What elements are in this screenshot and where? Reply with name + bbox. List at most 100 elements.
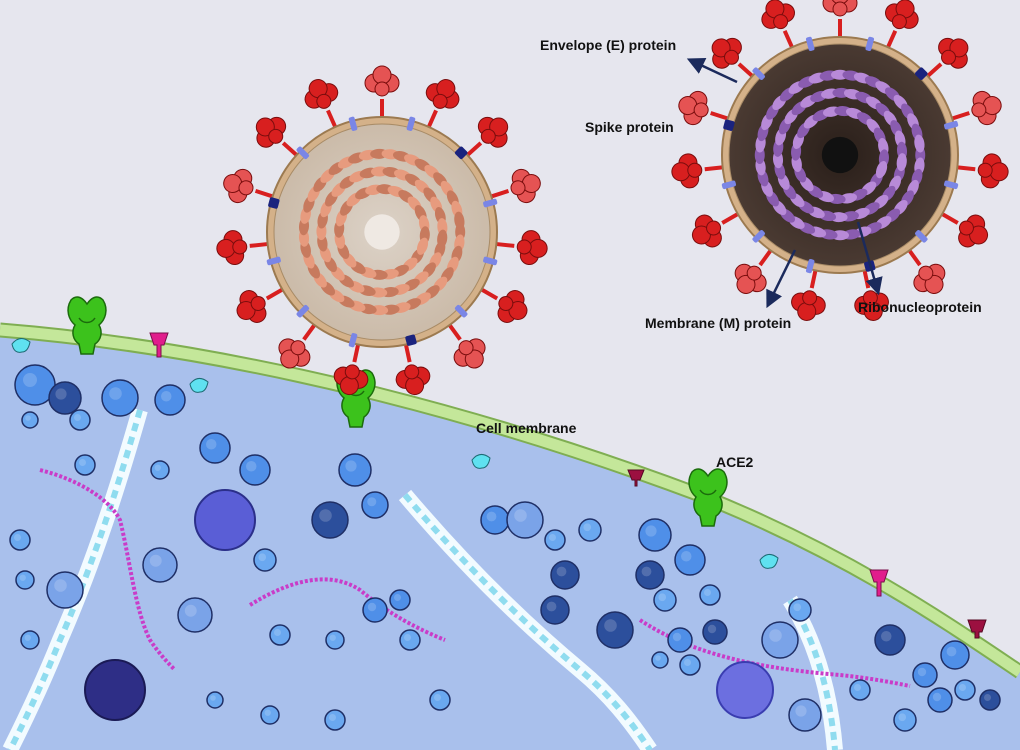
- membrane-protein: [805, 36, 815, 52]
- cytoplasm-contents: [2, 364, 1001, 750]
- protein-blob: [874, 624, 906, 656]
- protein-blob-highlight: [672, 632, 682, 642]
- ribonucleoprotein-unit: [914, 134, 925, 153]
- membrane-protein: [967, 619, 987, 639]
- spike-head: [822, 0, 858, 17]
- membrane-protein: [943, 120, 959, 130]
- virion-core: [821, 136, 859, 174]
- spike-lobe: [802, 290, 818, 306]
- membrane-protein: [721, 180, 737, 190]
- spike-stalk: [494, 241, 515, 248]
- protein-blob: [679, 654, 701, 676]
- arrow-ribonucleoprotein: [856, 221, 883, 296]
- spike-head: [333, 364, 369, 396]
- protein-blob-highlight: [154, 464, 161, 471]
- protein-blob: [506, 501, 544, 539]
- spike-lobe: [372, 65, 392, 85]
- protein-blob: [399, 629, 421, 651]
- spike-lobe: [232, 239, 248, 255]
- protein-blob-highlight: [681, 551, 692, 562]
- protein-blob-highlight: [645, 525, 657, 537]
- spike-lobe: [268, 128, 284, 144]
- label-membrane-protein: Membrane (M) protein: [645, 315, 791, 331]
- protein-blob: [979, 689, 1001, 711]
- membrane-protein: [483, 198, 498, 208]
- protein-blob-highlight: [367, 602, 377, 612]
- protein-blob: [389, 589, 411, 611]
- spike-head: [236, 290, 267, 323]
- protein-blob: [651, 651, 669, 669]
- ace2-receptor: [688, 468, 728, 527]
- protein-blob-highlight: [319, 509, 332, 522]
- membrane-protein: [483, 256, 498, 266]
- protein-blob: [20, 630, 40, 650]
- protein-blob: [324, 709, 346, 731]
- spike-stalk: [326, 109, 338, 130]
- protein-blob-highlight: [19, 574, 26, 581]
- protein-blob-highlight: [704, 589, 711, 596]
- protein-blob: [361, 491, 389, 519]
- spike-stalk: [426, 109, 438, 130]
- membrane-protein: [805, 258, 815, 274]
- spike-head: [938, 37, 969, 69]
- protein-blob-highlight: [917, 667, 927, 677]
- membrane-protein: [869, 569, 889, 597]
- protein-blob-highlight: [684, 659, 691, 666]
- protein-blob: [544, 529, 566, 551]
- spike-head: [977, 153, 1009, 189]
- spike-lobe: [344, 364, 360, 380]
- protein-blob-highlight: [258, 553, 267, 562]
- protein-blob-highlight: [55, 388, 67, 400]
- membrane-protein: [11, 338, 31, 353]
- spike-stalk: [737, 62, 756, 79]
- cytoplasm-proteins: [9, 364, 1001, 732]
- spike-lobe: [687, 162, 703, 178]
- protein-blob: [150, 460, 170, 480]
- membrane-protein: [915, 230, 928, 243]
- protein-blob-highlight: [54, 579, 67, 592]
- protein-blob: [667, 627, 693, 653]
- protein-blob-highlight: [556, 566, 567, 577]
- protein-blob-highlight: [583, 523, 592, 532]
- spike-lobe: [918, 265, 934, 281]
- spike-stalk: [939, 211, 959, 225]
- spike-lobe: [746, 265, 762, 281]
- spike-head: [958, 214, 989, 248]
- protein-blob-highlight: [898, 713, 907, 722]
- spike-lobe: [706, 220, 722, 236]
- ace2-body: [67, 296, 107, 355]
- spike-stalk: [265, 286, 286, 301]
- membrane-protein: [266, 256, 281, 266]
- protein-blob-highlight: [367, 497, 377, 507]
- protein-blob: [540, 595, 570, 625]
- spike-stalk: [488, 188, 510, 199]
- spike-stalk: [885, 29, 898, 50]
- spike-head: [223, 168, 254, 204]
- protein-blob: [429, 689, 451, 711]
- protein-blob-highlight: [932, 692, 942, 702]
- spike-head: [711, 37, 742, 69]
- spike-lobe: [971, 102, 987, 118]
- spike-head: [497, 290, 528, 323]
- protein-blob: [177, 597, 213, 633]
- spike-stalk: [924, 62, 943, 79]
- protein-blob-highlight: [184, 604, 197, 617]
- protein-blob-highlight: [161, 391, 172, 402]
- protein-blob: [9, 529, 31, 551]
- protein-blob: [480, 505, 510, 535]
- protein-blob-highlight: [707, 624, 717, 634]
- arrow-envelope: [686, 58, 738, 84]
- protein-blob: [239, 454, 271, 486]
- protein-blob: [702, 619, 728, 645]
- ace2-detail: [78, 317, 96, 324]
- membrane-protein: [296, 304, 310, 318]
- pointer-arrows: [686, 58, 883, 309]
- label-spike-protein: Spike protein: [585, 119, 674, 135]
- spike-stalk: [809, 268, 818, 289]
- arrow-membrane-protein: [766, 249, 797, 309]
- protein-blob-highlight: [345, 460, 357, 472]
- protein-blob: [74, 454, 96, 476]
- spike-head: [761, 0, 795, 30]
- protein-blob: [15, 570, 35, 590]
- protein-blob: [596, 611, 634, 649]
